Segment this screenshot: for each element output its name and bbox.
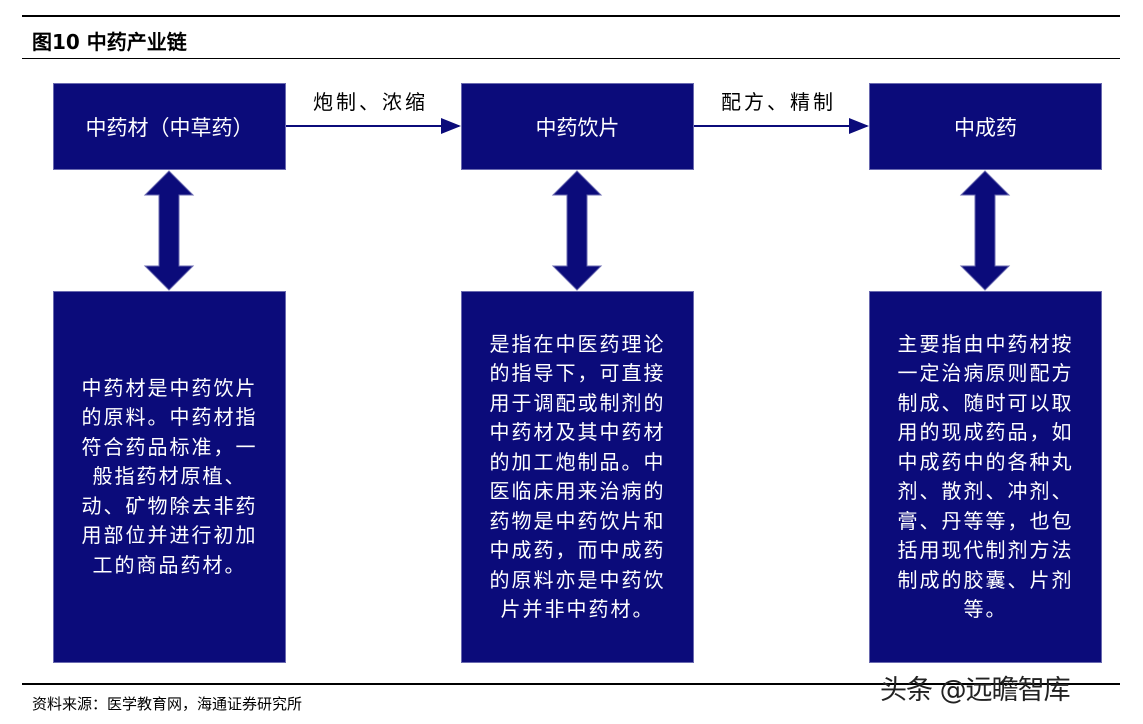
desc-line: 的指导下，可直接 [489,361,666,385]
source-note: 资料来源：医学教育网，海通证券研究所 [32,695,303,713]
desc-patent-medicine: 主要指由中药材按 一定治病原则配方 制成、随时可以取 用的现成药品，如 中成药中… [869,291,1102,663]
desc-line: 中药材及其中药材 [489,420,666,444]
node-patent-medicine: 中成药 [869,83,1102,170]
edge-label-1: 炮制、浓缩 [313,90,428,114]
desc-decoction-pieces: 是指在中医药理论 的指导下，可直接 用于调配或制剂的 中药材及其中药材 的加工炮… [461,291,694,663]
desc-line: 动、矿物除去非药 [81,493,258,518]
desc-line: 中药材是中药饮片 [81,375,258,400]
double-arrow-2 [551,170,603,291]
desc-line: 符合药品标准，一 [81,434,258,459]
desc-line: 制成的胶囊、片剂 [897,567,1074,592]
desc-line: 主要指由中药材按 [897,331,1074,356]
top-rule [22,15,1120,17]
desc-line: 片并非中药材。 [500,597,655,621]
node-label: 中药饮片 [535,115,620,140]
desc-line: 般指药材原植、 [92,464,247,489]
desc-line: 的原料亦是中药饮 [489,567,666,592]
bottom-rule [22,683,1120,685]
figure-title: 图10 中药产业链 [32,30,187,54]
desc-line: 用的现成药品，如 [897,420,1074,444]
desc-line: 制成、随时可以取 [897,390,1074,415]
desc-line: 的原料。中药材指 [81,405,258,430]
desc-line: 用部位并进行初加 [81,523,258,548]
desc-line: 中成药，而中成药 [489,538,666,562]
desc-line: 一定治病原则配方 [897,361,1074,385]
desc-line: 剂、散剂、冲剂、 [897,479,1074,503]
desc-line: 膏、丹等等，也包 [897,508,1074,533]
desc-line: 医临床用来治病的 [489,479,666,503]
desc-line: 括用现代制剂方法 [897,538,1074,562]
desc-raw-herbs: 中药材是中药饮片 的原料。中药材指 符合药品标准，一 般指药材原植、 动、矿物除… [53,291,286,663]
desc-line: 工的商品药材。 [92,552,247,577]
desc-line: 用于调配或制剂的 [489,390,666,415]
title-rule [22,58,1120,59]
desc-line: 药物是中药饮片和 [489,508,666,533]
desc-line: 的加工炮制品。中 [489,449,666,474]
desc-line: 等。 [963,597,1008,621]
node-label: 中药材（中草药） [85,115,254,140]
watermark: 头条 @远瞻智库 [880,675,1071,706]
node-decoction-pieces: 中药饮片 [461,83,694,170]
desc-line: 是指在中医药理论 [489,331,666,356]
node-label: 中成药 [954,115,1017,140]
node-raw-herbs: 中药材（中草药） [53,83,286,170]
double-arrow-3 [959,170,1011,291]
desc-line: 中成药中的各种丸 [897,449,1074,474]
double-arrow-1 [143,170,195,291]
edge-label-2: 配方、精制 [721,90,836,114]
